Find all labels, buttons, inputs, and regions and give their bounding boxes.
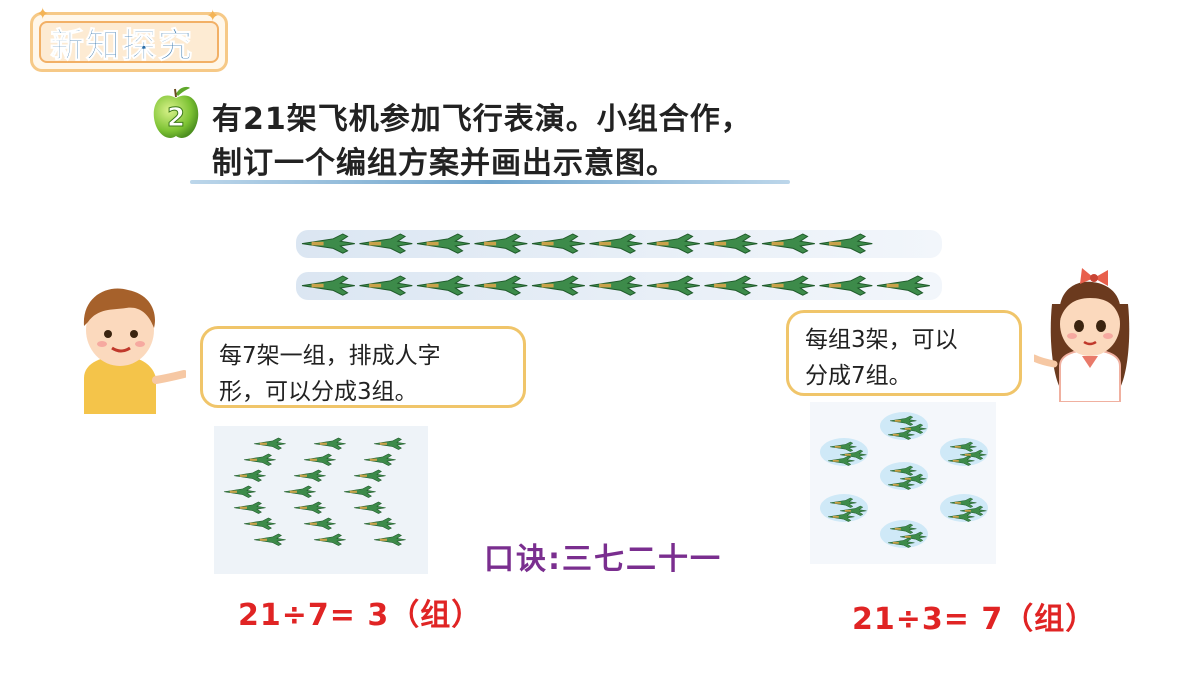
section-title: 新知探究 [50, 26, 194, 67]
girl-bubble-line1: 每组3架，可以 [805, 327, 958, 353]
group-cloud [940, 438, 988, 466]
plane-formation-strip [296, 230, 942, 300]
formula-right: 21÷3= 7（组） [852, 602, 1097, 637]
girl-bubble-line2: 分成7组。 [805, 362, 912, 389]
multiplication-rhyme: 口诀:三七二十一 [484, 542, 722, 577]
formula-left: 21÷7= 3（组） [238, 598, 483, 633]
sparkle-icon: ✦ [36, 4, 50, 23]
boy-character [83, 288, 186, 414]
divider [190, 180, 790, 184]
chevron-group-diagram [214, 426, 428, 574]
sparkle-icon: ✦ [206, 6, 220, 25]
boy-speech-bubble: 每7架一组，排成人字 形，可以分成3组。 [200, 326, 526, 408]
group-cloud [880, 412, 928, 440]
group-cloud [880, 520, 928, 548]
group-cloud [820, 438, 868, 466]
boy-bubble-line2: 形，可以分成3组。 [219, 378, 418, 405]
triple-group-diagram [810, 402, 996, 564]
girl-character [1034, 268, 1130, 402]
problem-number: 2 [167, 103, 185, 133]
group-cloud [940, 494, 988, 522]
group-cloud [820, 494, 868, 522]
problem-text-line1: 有21架飞机参加飞行表演。小组合作， [212, 102, 752, 137]
section-header-tab [30, 12, 228, 72]
group-cloud [880, 462, 928, 490]
girl-speech-bubble: 每组3架，可以 分成7组。 [786, 310, 1022, 396]
problem-text-line2: 制订一个编组方案并画出示意图。 [212, 146, 677, 181]
boy-bubble-line1: 每7架一组，排成人字 [219, 343, 441, 369]
apple-number-icon: 2 [153, 86, 199, 138]
